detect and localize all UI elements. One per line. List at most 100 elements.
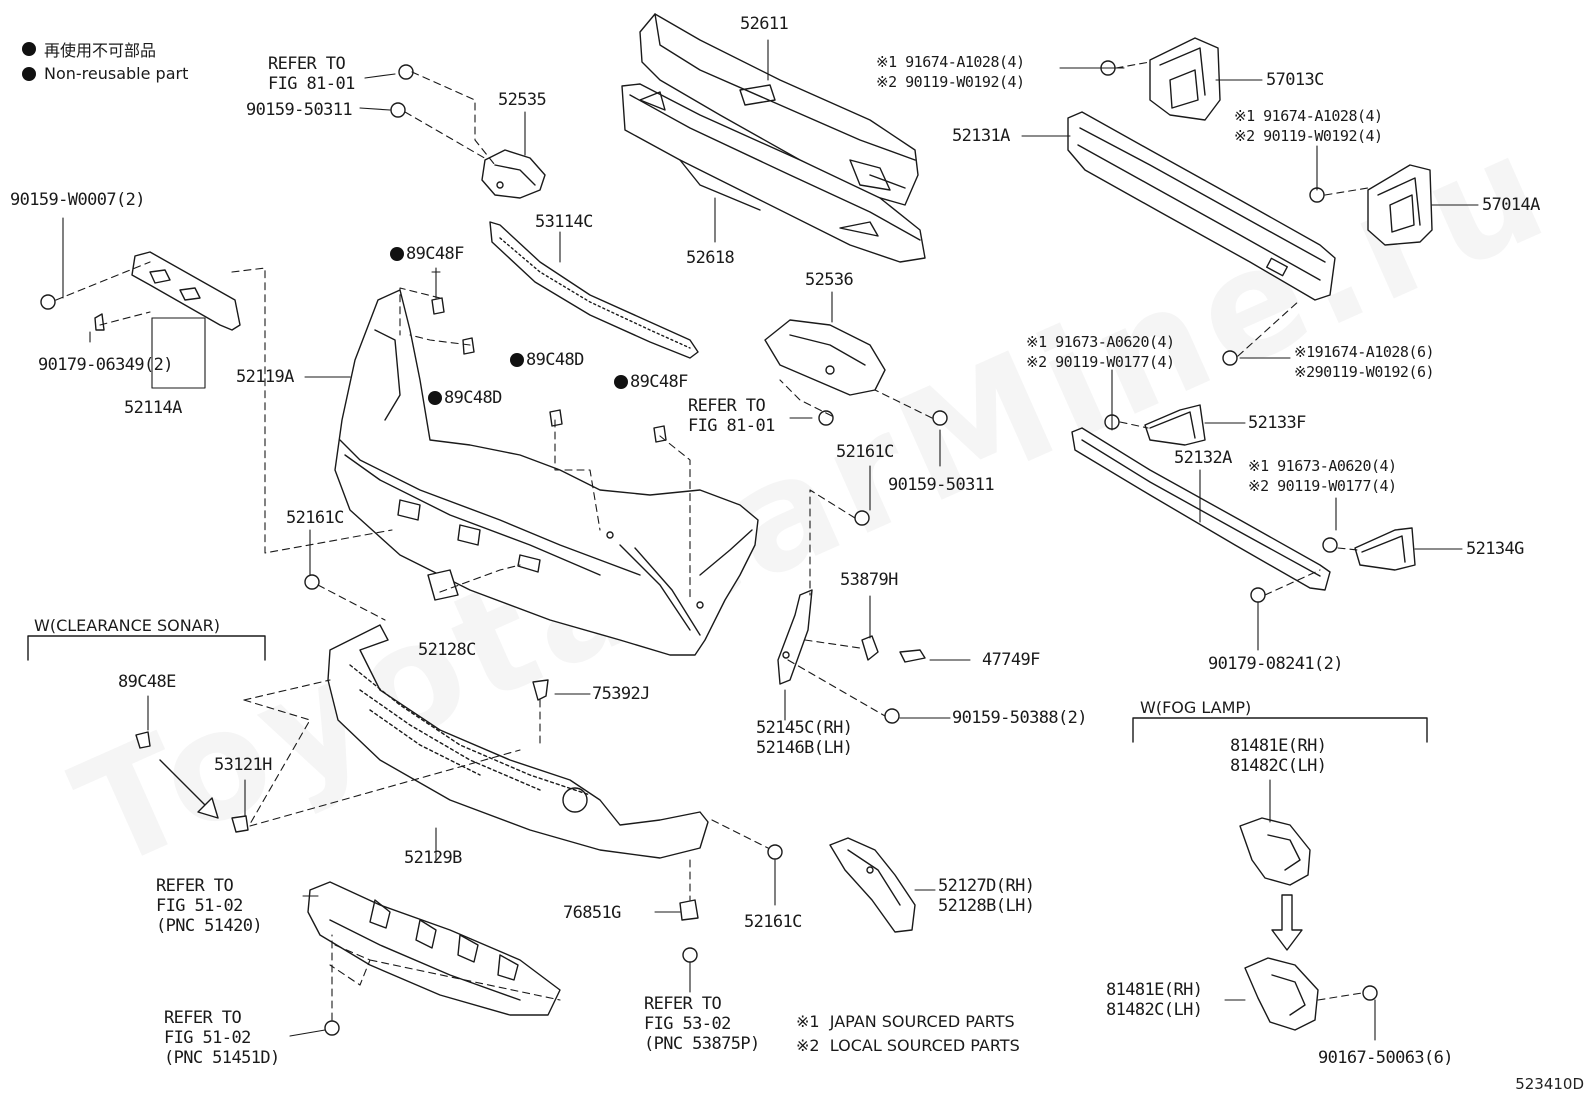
label-bolts-57014A[interactable]: ※1 91674-A1028(4) ※2 90119-W0192(4) — [1234, 107, 1383, 145]
label-52161C-bottom[interactable]: 52161C — [744, 912, 802, 932]
variant-fog-lamp: W(FOG LAMP) — [1140, 698, 1252, 717]
label-52618[interactable]: 52618 — [686, 248, 735, 268]
part-52128C — [427, 569, 459, 601]
label-bolts-57013C[interactable]: ※1 91674-A1028(4) ※2 90119-W0192(4) — [876, 53, 1025, 91]
part-81481E-bottom — [1244, 957, 1319, 1031]
note-local-sourced: ※2 LOCAL SOURCED PARTS — [796, 1036, 1020, 1055]
label-76851G[interactable]: 76851G — [563, 903, 621, 923]
label-90167-50063[interactable]: 90167-50063(6) — [1318, 1048, 1453, 1068]
label-52611[interactable]: 52611 — [740, 14, 789, 34]
ref-fig-81-01-left[interactable]: REFER TO FIG 81-01 — [268, 54, 355, 94]
label-52145C[interactable]: 52145C(RH) 52146B(LH) — [756, 718, 853, 758]
clip-90179-06349 — [94, 313, 105, 331]
label-89C48D-left[interactable]: 89C48D — [428, 388, 502, 408]
label-90159-50311-right[interactable]: 90159-50311 — [888, 475, 995, 495]
non-reusable-dot-icon — [510, 353, 524, 367]
part-81481E-top — [1239, 817, 1311, 886]
label-57014A[interactable]: 57014A — [1482, 195, 1540, 215]
label-52133F[interactable]: 52133F — [1248, 413, 1306, 433]
label-52134G[interactable]: 52134G — [1466, 539, 1524, 559]
label-bolts-52133F[interactable]: ※1 91673-A0620(4) ※2 90119-W0177(4) — [1026, 333, 1175, 371]
label-52535[interactable]: 52535 — [498, 90, 547, 110]
note-japan-sourced: ※1 JAPAN SOURCED PARTS — [796, 1012, 1015, 1031]
legend-jp: 再使用不可部品 — [44, 40, 157, 60]
part-52133F — [1144, 404, 1206, 446]
label-bolts-52134G[interactable]: ※1 91673-A0620(4) ※2 90119-W0177(4) — [1248, 457, 1397, 495]
label-53121H[interactable]: 53121H — [214, 755, 272, 775]
label-90159-W0007[interactable]: 90159-W0007(2) — [10, 190, 145, 210]
diagram-id: 523410D — [1515, 1075, 1584, 1093]
label-89C48F-right-text: 89C48F — [630, 372, 688, 392]
label-89C48F-top[interactable]: 89C48F — [390, 244, 464, 264]
part-57014A — [1367, 164, 1433, 246]
label-53114C[interactable]: 53114C — [535, 212, 593, 232]
part-52131A — [1067, 111, 1336, 301]
label-81481E-bottom[interactable]: 81481E(RH) 81482C(LH) — [1106, 980, 1203, 1020]
legend: 再使用不可部品 Non-reusable part — [22, 36, 188, 86]
part-52536 — [764, 319, 886, 396]
fasteners — [40, 60, 1378, 1036]
part-53114C — [489, 221, 699, 359]
label-90159-50311-top[interactable]: 90159-50311 — [246, 100, 353, 120]
non-reusable-dot-icon — [390, 247, 404, 261]
arrow-down — [1271, 894, 1303, 951]
variant-clearance-sonar: W(CLEARANCE SONAR) — [34, 616, 220, 635]
part-75392J — [532, 679, 549, 701]
label-81481E-top[interactable]: 81481E(RH) 81482C(LH) — [1230, 736, 1327, 776]
label-53879H[interactable]: 53879H — [840, 570, 898, 590]
non-reusable-dot-icon — [614, 375, 628, 389]
legend-en: Non-reusable part — [44, 64, 189, 83]
label-52127D[interactable]: 52127D(RH) 52128B(LH) — [938, 876, 1035, 916]
label-52119A[interactable]: 52119A — [236, 367, 294, 387]
label-52132A[interactable]: 52132A — [1174, 448, 1232, 468]
non-reusable-dot-icon — [22, 66, 36, 81]
label-47749F[interactable]: 47749F — [982, 650, 1040, 670]
part-52127D — [829, 837, 916, 933]
part-76851G — [679, 899, 699, 921]
ref-fig-51-02-bottom[interactable]: REFER TO FIG 51-02 (PNC 51451D) — [164, 1008, 280, 1068]
label-90159-50388[interactable]: 90159-50388(2) — [952, 708, 1087, 728]
part-52129B — [327, 624, 709, 859]
part-57013C — [1149, 37, 1221, 121]
ref-fig-51-02-top[interactable]: REFER TO FIG 51-02 (PNC 51420) — [156, 876, 263, 936]
part-52134G — [1354, 527, 1416, 571]
part-52618 — [621, 83, 926, 263]
part-53879H — [861, 635, 879, 661]
label-52114A[interactable]: 52114A — [124, 398, 182, 418]
arrow-sonar — [159, 759, 206, 806]
bracket-fog — [1132, 717, 1428, 743]
non-reusable-dot-icon — [428, 391, 442, 405]
label-57013C[interactable]: 57013C — [1266, 70, 1324, 90]
label-90179-08241[interactable]: 90179-08241(2) — [1208, 654, 1343, 674]
part-53121H — [231, 815, 249, 833]
assembly-lines — [55, 61, 1369, 1021]
label-52536[interactable]: 52536 — [805, 270, 854, 290]
ref-fig-53-02[interactable]: REFER TO FIG 53-02 (PNC 53875P) — [644, 994, 760, 1054]
ref-fig-81-01-mid[interactable]: REFER TO FIG 81-01 — [688, 396, 775, 436]
label-89C48D-top-text: 89C48D — [526, 350, 584, 370]
label-bolts-52131A[interactable]: ※191674-A1028(6) ※290119-W0192(6) — [1294, 343, 1435, 381]
label-89C48F-right[interactable]: 89C48F — [614, 372, 688, 392]
part-52132A — [1071, 427, 1331, 591]
label-52161C-mid[interactable]: 52161C — [836, 442, 894, 462]
part-under-cover — [307, 881, 561, 1016]
label-52131A[interactable]: 52131A — [952, 126, 1010, 146]
part-47749F — [899, 649, 926, 663]
bracket-sonar — [27, 635, 266, 661]
label-52129B[interactable]: 52129B — [404, 848, 462, 868]
part-89C48E — [135, 731, 151, 749]
label-90179-06349[interactable]: 90179-06349(2) — [38, 355, 173, 375]
label-89C48D-left-text: 89C48D — [444, 388, 502, 408]
part-52114A — [131, 251, 241, 331]
label-89C48D-top[interactable]: 89C48D — [510, 350, 584, 370]
label-52128C[interactable]: 52128C — [418, 640, 476, 660]
part-52119A — [334, 289, 759, 656]
non-reusable-dot-icon — [22, 41, 36, 56]
leader-lines — [62, 39, 1479, 1041]
label-89C48F-top-text: 89C48F — [406, 244, 464, 264]
label-89C48E[interactable]: 89C48E — [118, 672, 176, 692]
label-52161C-left[interactable]: 52161C — [286, 508, 344, 528]
label-75392J[interactable]: 75392J — [592, 684, 650, 704]
part-52145C — [777, 589, 813, 685]
